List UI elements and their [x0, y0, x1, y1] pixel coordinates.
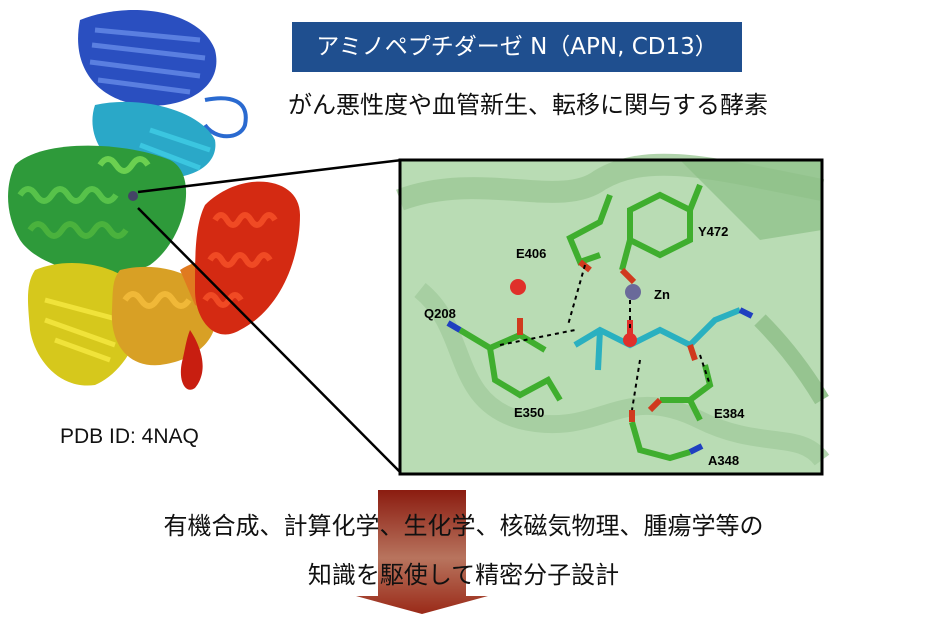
pdb-id-label: PDB ID: 4NAQ [60, 425, 199, 448]
residue-a348 [629, 410, 704, 462]
protein-structure [8, 10, 300, 390]
label-e384: E384 [714, 406, 745, 421]
label-a348: A348 [708, 453, 739, 468]
residue-y472 [619, 183, 703, 285]
residue-q208 [446, 318, 547, 353]
enzyme-title: アミノペプチダーゼ N（APN, CD13） [292, 22, 742, 72]
label-y472: Y472 [698, 224, 728, 239]
active-site-inset [396, 153, 830, 476]
label-e350: E350 [514, 405, 544, 420]
enzyme-description: がん悪性度や血管新生、転移に関与する酵素 [288, 91, 768, 119]
label-zn: Zn [654, 287, 670, 302]
footer-line-2: 知識を駆使して精密分子設計 [307, 561, 620, 589]
zinc-ion [625, 284, 641, 300]
water-molecule [510, 279, 526, 295]
label-q208: Q208 [424, 306, 456, 321]
label-e406: E406 [516, 246, 546, 261]
residue-e384 [647, 364, 714, 422]
zoom-lines [137, 158, 403, 475]
hydrogen-bonds [499, 264, 711, 411]
ligand [573, 307, 754, 371]
residue-e350 [487, 347, 563, 402]
footer-line-1: 有機合成、計算化学、生化学、核磁気物理、腫瘍学等の [163, 512, 764, 540]
down-arrow [356, 490, 488, 614]
